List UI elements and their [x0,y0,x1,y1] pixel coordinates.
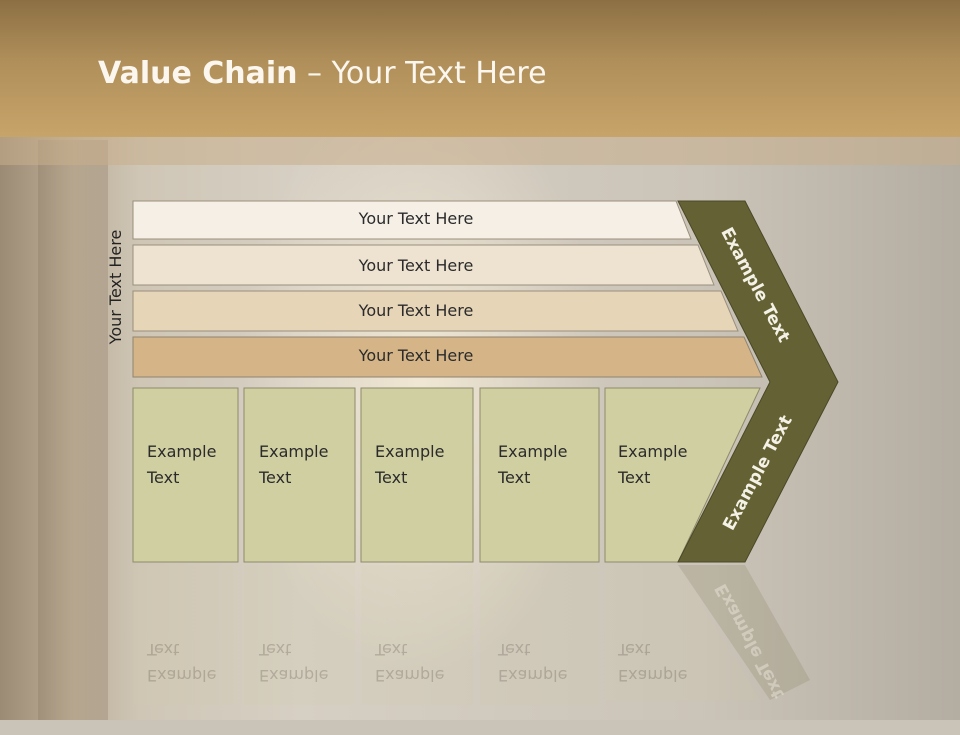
box-reflection-2 [244,565,355,705]
title-rest: – Your Text Here [297,56,547,91]
bar-label-3: Your Text Here [358,301,474,320]
bar-2-shape [132,244,715,286]
header-subband [0,137,960,165]
slide-title: Value Chain – Your Text Here [98,56,547,91]
box-reflection-label-5: Example Text [618,636,687,688]
box-reflection-5 [605,565,760,700]
box-reflection-label-4-line1: Example [498,666,568,685]
box-reflection-3 [361,565,473,705]
box-reflection-label-3: Example Text [375,636,444,688]
box-reflection-label-5-line1: Example [618,666,688,685]
box-label-2-line1: Example [259,442,329,461]
bar-label-2: Your Text Here [358,256,474,275]
bar-1-shape [132,200,692,240]
box-2-shape [243,387,356,563]
box-reflection-label-5-line2: Text [618,640,651,659]
box-reflection-label-4-line2: Text [498,640,531,659]
box-reflection-label-1: Example Text [147,636,216,688]
box-label-1-line1: Example [147,442,217,461]
bar-3-shape [132,290,739,332]
box-label-2-line2: Text [259,468,292,487]
box-label-1-line2: Text [147,468,180,487]
box-label-4-line1: Example [498,442,568,461]
chevron-reflection [678,565,810,700]
box-reflection-label-3-line2: Text [375,640,408,659]
box-label-3-line1: Example [375,442,445,461]
box-reflection-label-2: Example Text [259,636,328,688]
box-reflection-label-1-line2: Text [147,640,180,659]
box-1-shape [132,387,239,563]
box-3-shape [360,387,474,563]
bar-label-4: Your Text Here [358,346,474,365]
bar-4-shape [132,336,763,378]
side-label: Your Text Here [106,229,125,345]
value-chain-diagram [132,200,839,705]
background-pillar [38,140,108,720]
box-reflection-label-1-line1: Example [147,666,217,685]
title-header-band [0,0,960,137]
box-label-3-line2: Text [375,468,408,487]
title-bold: Value Chain [98,56,298,91]
diagram-reflection [133,565,810,705]
box-reflection-4 [480,565,599,705]
chevron-shape [677,200,839,563]
box-reflection-label-2-line1: Example [259,666,329,685]
box-reflection-1 [133,565,238,705]
box-reflection-label-2-line2: Text [259,640,292,659]
box-label-5-line1: Example [618,442,688,461]
box-label-4-line2: Text [498,468,531,487]
bar-label-1: Your Text Here [358,209,474,228]
box-label-5-line2: Text [618,468,651,487]
box-reflection-label-4: Example Text [498,636,567,688]
box-reflection-label-3-line1: Example [375,666,445,685]
box-4-shape [479,387,600,563]
